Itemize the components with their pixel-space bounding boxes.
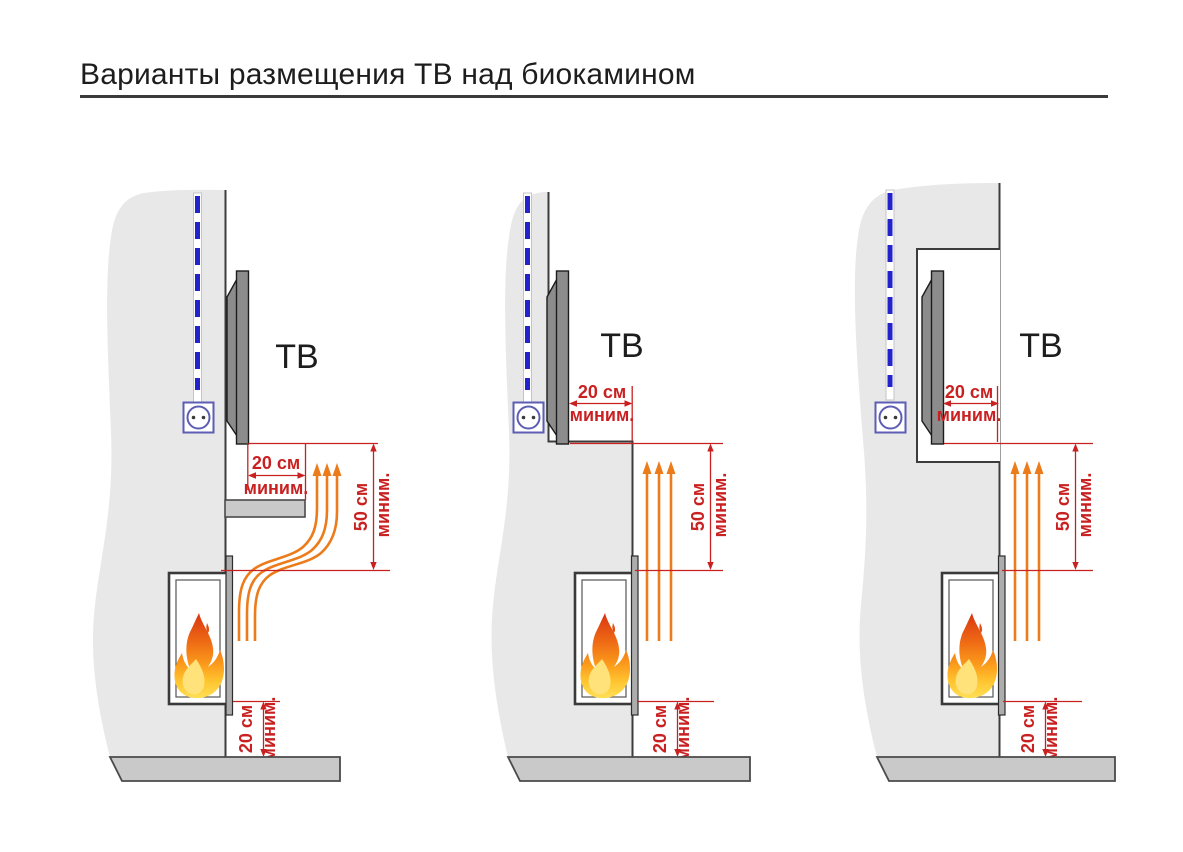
variant-2-diagram: ТВ 20 см миним. 50 см миним. xyxy=(491,192,751,782)
tv-icon xyxy=(226,270,250,445)
heat-flow-arrows-icon xyxy=(1009,459,1045,643)
fireplace-glass xyxy=(630,555,639,716)
dim-floor-clearance: 20 см миним. xyxy=(1003,697,1082,762)
dim-above-flame: 50 см миним. xyxy=(1002,443,1095,572)
dim-qualifier: миним. xyxy=(244,478,309,498)
page-title: Варианты размещения ТВ над биокамином xyxy=(80,58,696,91)
floor xyxy=(506,756,751,782)
heat-flow-arrows-icon xyxy=(641,459,677,643)
power-outlet-icon xyxy=(512,401,545,434)
dim-value: 50 см xyxy=(1053,483,1073,531)
heat-flow-arrows-icon xyxy=(237,463,342,641)
dim-tv-clearance: 20 см миним. xyxy=(569,382,723,445)
title-underline xyxy=(80,95,1108,98)
power-cable-icon xyxy=(524,193,532,403)
dim-qualifier: миним. xyxy=(259,697,279,762)
dim-qualifier: миним. xyxy=(1075,473,1095,538)
tv-label: ТВ xyxy=(275,338,318,376)
power-cable-icon xyxy=(886,190,894,400)
dim-qualifier: миним. xyxy=(373,473,393,538)
dim-value: 20 см xyxy=(1018,705,1038,753)
dim-tv-clearance: 20 см миним. xyxy=(244,442,378,500)
dim-value: 20 см xyxy=(578,382,626,402)
dim-above-flame: 50 см миним. xyxy=(635,443,730,572)
dim-floor-clearance: 20 см миним. xyxy=(637,697,714,762)
floor xyxy=(875,756,1116,782)
dim-value: 20 см xyxy=(650,705,670,753)
tv-label: ТВ xyxy=(1019,327,1062,365)
baffle-shelf xyxy=(224,499,306,518)
power-outlet-icon xyxy=(874,401,907,434)
dim-value: 20 см xyxy=(252,453,300,473)
tv-icon xyxy=(546,270,570,445)
dim-above-flame: 50 см миним. xyxy=(221,443,393,572)
tv-label: ТВ xyxy=(600,327,643,365)
variant-1-diagram: ТВ 20 см миним. xyxy=(92,189,393,782)
dim-tv-clearance: 20 см миним. xyxy=(937,382,1093,445)
dim-qualifier: миним. xyxy=(937,405,1002,425)
dim-qualifier: миним. xyxy=(1041,697,1061,762)
power-cable-icon xyxy=(194,193,202,403)
dim-qualifier: миним. xyxy=(710,473,730,538)
dim-qualifier: миним. xyxy=(570,405,635,425)
fireplace-glass xyxy=(997,555,1006,716)
floor xyxy=(108,756,341,782)
fireplace-glass xyxy=(225,555,234,716)
variant-3-diagram: ТВ 20 см миним. 50 см миним. xyxy=(854,183,1116,782)
dim-value: 20 см xyxy=(945,382,993,402)
dim-value: 50 см xyxy=(688,483,708,531)
dim-value: 50 см xyxy=(351,483,371,531)
power-outlet-icon xyxy=(182,401,215,434)
dim-floor-clearance: 20 см миним. xyxy=(233,697,280,762)
dim-value: 20 см xyxy=(236,705,256,753)
dim-qualifier: миним. xyxy=(673,697,693,762)
